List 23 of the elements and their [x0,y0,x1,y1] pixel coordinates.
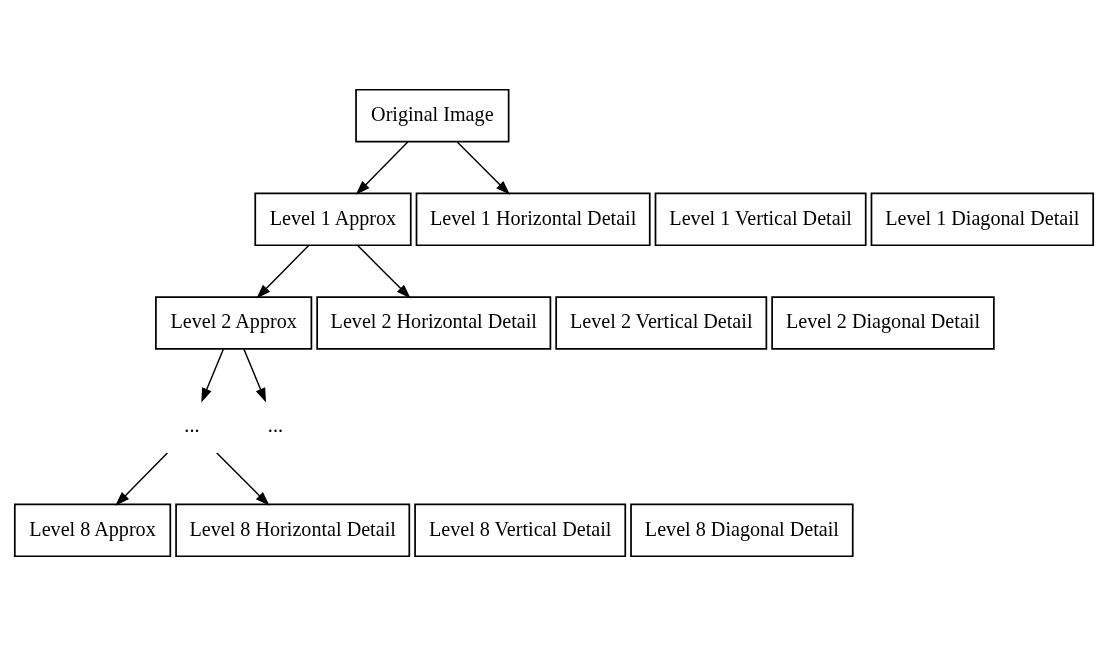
arrow [355,140,409,195]
arrow [216,451,270,506]
node-box: Level 8 Diagonal Detail [630,503,854,557]
node-box: Level 1 Horizontal Detail [415,192,651,246]
node-box: Level 8 Vertical Detail [414,503,627,557]
arrow [115,451,169,506]
arrow [256,244,310,298]
node-box: Level 8 Horizontal Detail [175,503,411,557]
node-text: ... [267,413,283,436]
node-box: Level 2 Vertical Detail [555,295,768,350]
arrow [456,140,511,195]
node-box: Level 1 Diagonal Detail [870,192,1095,246]
node-box: Level 2 Diagonal Detail [771,295,995,350]
node-box: Level 1 Vertical Detail [654,192,867,246]
node-box: Level 1 Approx [254,192,412,246]
node-box: Level 8 Approx [13,503,172,557]
node-box: Level 2 Horizontal Detail [316,295,552,350]
node-box: Level 2 Approx [155,295,313,350]
arrow [357,244,411,298]
arrow [243,348,267,403]
node-text: ... [184,413,200,436]
node-box: Original Image [355,88,510,142]
arrow [201,348,225,403]
